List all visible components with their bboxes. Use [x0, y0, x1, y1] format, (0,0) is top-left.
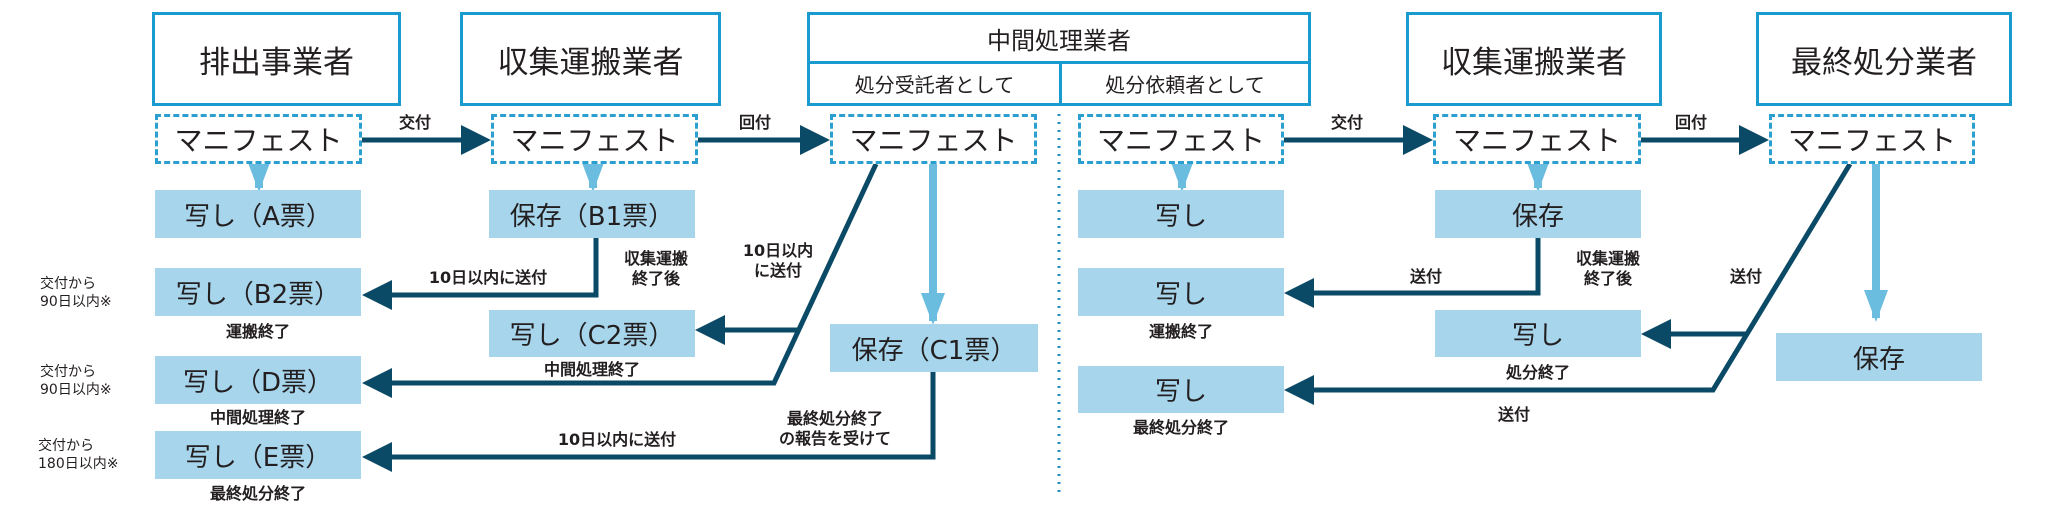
copy-a: 写し（A票）	[155, 190, 361, 238]
label-right-transport-end: 運搬終了	[1148, 322, 1213, 341]
header-discharger: 排出事業者	[152, 12, 401, 106]
right-copy-2: 写し	[1078, 268, 1284, 316]
label-right-send-1: 送付	[1409, 267, 1442, 286]
header-intermediate-consignor: 処分依頼者として	[1059, 61, 1311, 106]
label-send-10days-diag: 10日以内に送付	[742, 241, 814, 280]
label-right-disposal-end: 処分終了	[1505, 363, 1570, 382]
arrow-final-to-copy	[1284, 162, 1853, 405]
label-issue-1: 交付	[398, 113, 431, 132]
manifest-intermediate-consignor: マニフェスト	[1078, 114, 1284, 164]
manifest-final: マニフェスト	[1769, 114, 1975, 164]
copy-b2: 写し（B2票）	[155, 268, 361, 316]
keep-c1: 保存（C1票）	[830, 324, 1038, 372]
copy-c2: 写し（C2票）	[489, 310, 695, 357]
right-copy-1: 写し	[1078, 190, 1284, 238]
label-return-1: 回付	[738, 113, 771, 132]
label-b2-end: 運搬終了	[225, 322, 290, 341]
arrow-manifest-to-d	[362, 162, 879, 398]
label-issue-2: 交付	[1330, 113, 1363, 132]
label-send-10days-b2: 10日以内に送付	[428, 268, 548, 287]
copy-e: 写し（E票）	[155, 431, 361, 479]
header-intermediate-consignee: 処分受託者として	[807, 61, 1062, 106]
header-final-disposer: 最終処分業者	[1756, 12, 2012, 106]
label-right-send-3: 送付	[1497, 405, 1530, 424]
right-keep-2: 保存	[1776, 333, 1982, 381]
header-collector-1: 収集運搬業者	[460, 12, 721, 106]
label-d-end: 中間処理終了	[209, 408, 306, 427]
manifest-discharger: マニフェスト	[155, 114, 362, 164]
label-right-after-transport: 収集運搬終了後	[1575, 249, 1640, 288]
manifest-collector-2: マニフェスト	[1433, 114, 1641, 164]
copy-d: 写し（D票）	[155, 356, 361, 404]
label-after-transport: 収集運搬終了後	[623, 249, 688, 288]
label-send-10days-e: 10日以内に送付	[557, 430, 677, 449]
label-e-end: 最終処分終了	[209, 484, 306, 503]
arrow-c1-to-e	[362, 372, 936, 472]
header-intermediate: 中間処理業者	[807, 12, 1311, 64]
arrow-b1-to-b2	[362, 238, 599, 310]
label-right-send-2: 送付	[1729, 267, 1762, 286]
keep-b1: 保存（B1票）	[489, 190, 695, 238]
right-keep-1: 保存	[1435, 190, 1641, 238]
label-return-2: 回付	[1674, 113, 1707, 132]
right-copy-4: 写し	[1078, 366, 1284, 413]
header-collector-2: 収集運搬業者	[1406, 12, 1662, 106]
arrow-keep-to-copy	[1284, 238, 1541, 308]
label-right-final-end: 最終処分終了	[1132, 418, 1229, 437]
label-final-report: 最終処分終了の報告を受けて	[778, 409, 891, 448]
manifest-collector-1: マニフェスト	[491, 114, 698, 164]
label-c2-end: 中間処理終了	[543, 360, 640, 379]
right-copy-3: 写し	[1435, 310, 1641, 357]
manifest-intermediate-consignee: マニフェスト	[830, 114, 1037, 164]
